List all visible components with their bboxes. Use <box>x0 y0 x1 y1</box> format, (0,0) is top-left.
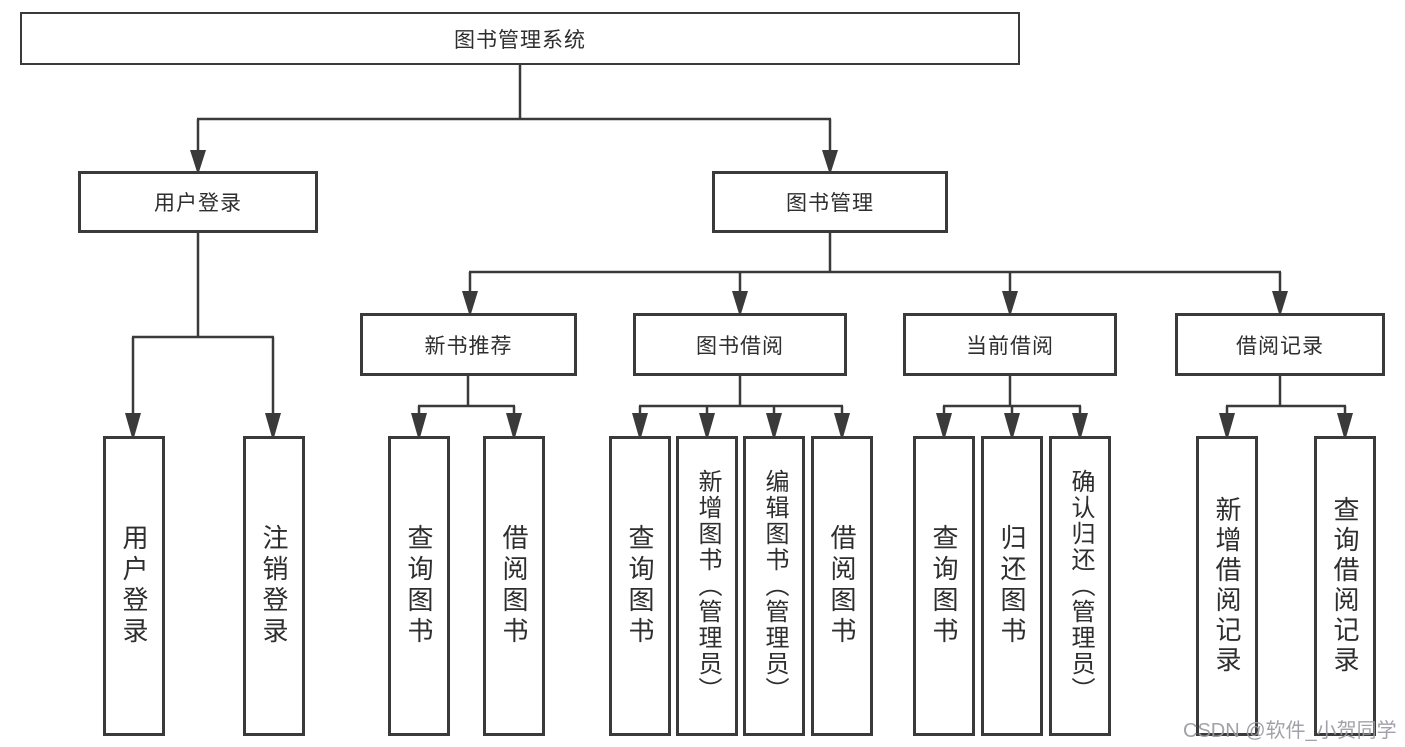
leaf-cb-query-books-label: 查询图书 <box>929 524 959 648</box>
connector-borrowing-records-to-leaves <box>1219 376 1353 441</box>
leaf-logout: 注销登录 <box>243 436 305 736</box>
node-book-management: 图书管理 <box>712 171 948 233</box>
leaf-bb-edit-books-admin-label: 编辑图书（管理员） <box>761 469 788 703</box>
node-borrowing-records-label: 借阅记录 <box>1236 334 1324 358</box>
watermark: CSDN @软件_小贺同学 <box>1183 720 1397 742</box>
connector-book-management-to-level3 <box>462 233 1288 317</box>
leaf-br-add-record-label: 新增借阅记录 <box>1212 496 1242 676</box>
connector-current-borrowing-to-leaves <box>936 376 1088 441</box>
node-user-login-label: 用户登录 <box>154 192 242 215</box>
node-current-borrowing: 当前借阅 <box>903 313 1117 376</box>
leaf-user-login: 用户登录 <box>103 436 165 736</box>
leaf-nbr-query-books-label: 查询图书 <box>404 524 434 648</box>
node-borrowing-records: 借阅记录 <box>1175 313 1385 376</box>
node-book-borrowing: 图书借阅 <box>633 313 847 376</box>
leaf-bb-query-books: 查询图书 <box>609 436 671 736</box>
node-root-label: 图书管理系统 <box>454 28 586 52</box>
node-user-login: 用户登录 <box>78 171 318 233</box>
node-new-book-recommendation-label: 新书推荐 <box>424 334 513 358</box>
leaf-bb-borrow-books: 借阅图书 <box>811 436 873 736</box>
connector-book-borrowing-to-leaves <box>632 376 850 441</box>
leaf-cb-return-books: 归还图书 <box>981 436 1043 736</box>
connector-new-book-recommendation-to-leaves <box>411 376 522 441</box>
leaf-cb-confirm-return-admin-label: 确认归还（管理员） <box>1067 469 1094 703</box>
leaf-bb-add-books-admin: 新增图书（管理员） <box>676 436 738 736</box>
leaf-bb-add-books-admin-label: 新增图书（管理员） <box>694 469 721 703</box>
leaf-bb-query-books-label: 查询图书 <box>625 524 655 648</box>
leaf-cb-return-books-label: 归还图书 <box>997 524 1027 648</box>
node-new-book-recommendation: 新书推荐 <box>360 313 577 376</box>
leaf-bb-edit-books-admin: 编辑图书（管理员） <box>743 436 805 736</box>
leaf-logout-label: 注销登录 <box>259 524 289 648</box>
leaf-cb-query-books: 查询图书 <box>913 436 975 736</box>
node-root: 图书管理系统 <box>20 12 1020 65</box>
node-book-borrowing-label: 图书借阅 <box>696 334 784 358</box>
leaf-bb-borrow-books-label: 借阅图书 <box>827 524 857 648</box>
node-current-borrowing-label: 当前借阅 <box>966 334 1054 358</box>
leaf-cb-confirm-return-admin: 确认归还（管理员） <box>1049 436 1111 736</box>
leaf-nbr-borrow-books: 借阅图书 <box>483 436 545 736</box>
leaf-user-login-label: 用户登录 <box>119 524 149 648</box>
node-book-management-label: 图书管理 <box>786 192 874 215</box>
leaf-br-add-record: 新增借阅记录 <box>1196 436 1258 736</box>
leaf-nbr-query-books: 查询图书 <box>388 436 450 736</box>
leaf-br-query-record-label: 查询借阅记录 <box>1330 496 1360 676</box>
connector-root-to-level2 <box>190 65 838 175</box>
leaf-nbr-borrow-books-label: 借阅图书 <box>499 524 529 648</box>
connector-user-login-to-leaves <box>125 233 281 441</box>
leaf-br-query-record: 查询借阅记录 <box>1314 436 1376 736</box>
